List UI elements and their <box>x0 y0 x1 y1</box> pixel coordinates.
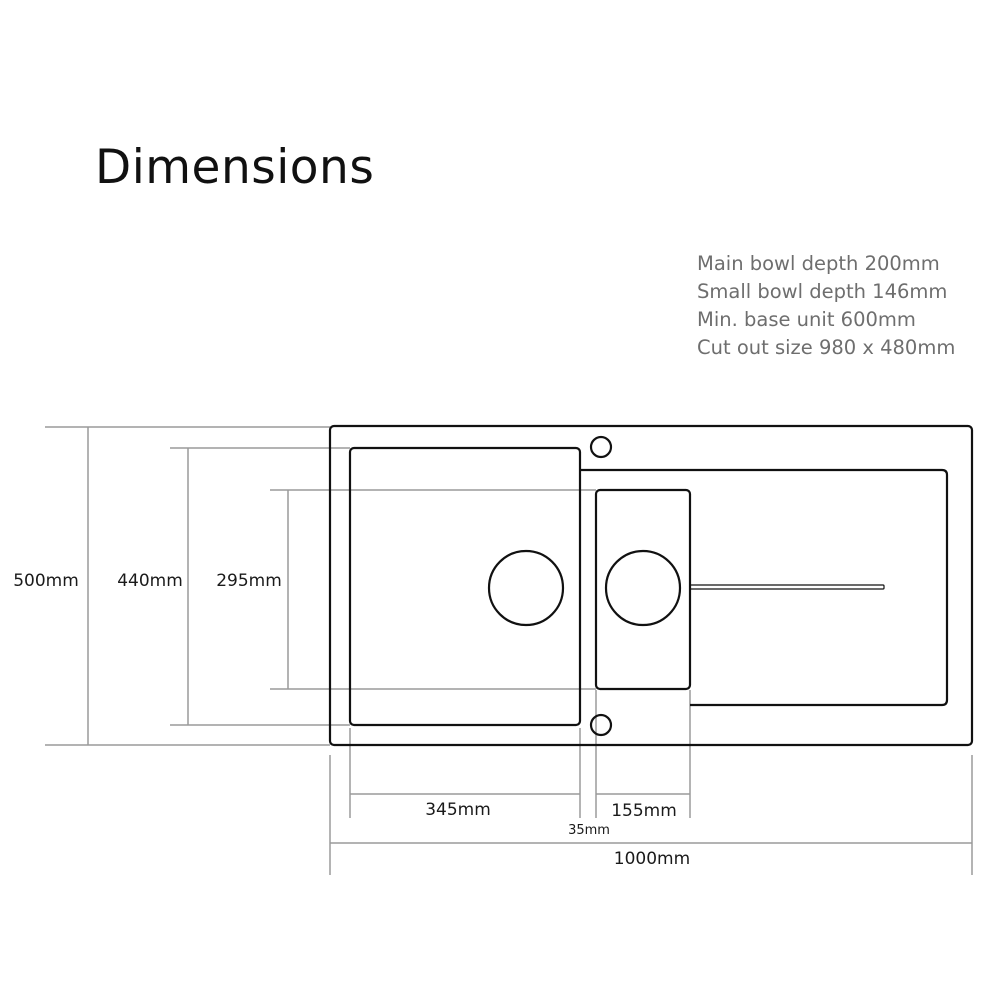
drainer-area <box>580 468 949 707</box>
specs-list: Main bowl depth 200mm Small bowl depth 1… <box>697 250 955 362</box>
sink-outline <box>328 424 974 747</box>
main-bowl-waste <box>487 549 565 627</box>
spec-small-bowl-depth: Small bowl depth 146mm <box>697 280 948 303</box>
overall-width-label: 1000mm <box>614 849 690 869</box>
page-title: Dimensions <box>95 140 375 195</box>
main-bowl-width-label: 345mm <box>425 800 491 820</box>
spec-min-base-unit: Min. base unit 600mm <box>697 308 916 331</box>
small-bowl-height-label: 295mm <box>216 571 282 591</box>
spec-cut-out-size: Cut out size 980 x 480mm <box>697 336 956 359</box>
tap-hole-top <box>589 435 613 459</box>
main-bowl-height-label: 440mm <box>117 571 183 591</box>
dimension-lines <box>45 426 973 875</box>
gap-width-label: 35mm <box>568 823 610 838</box>
small-bowl-width-label: 155mm <box>611 801 677 821</box>
main-bowl <box>348 446 582 727</box>
small-bowl-waste <box>604 549 682 627</box>
tap-hole-bottom <box>589 713 613 737</box>
drainer-groove <box>689 584 885 590</box>
overall-height-label: 500mm <box>13 571 79 591</box>
small-bowl <box>594 488 692 691</box>
sink-body <box>328 424 974 747</box>
spec-main-bowl-depth: Main bowl depth 200mm <box>697 252 940 275</box>
